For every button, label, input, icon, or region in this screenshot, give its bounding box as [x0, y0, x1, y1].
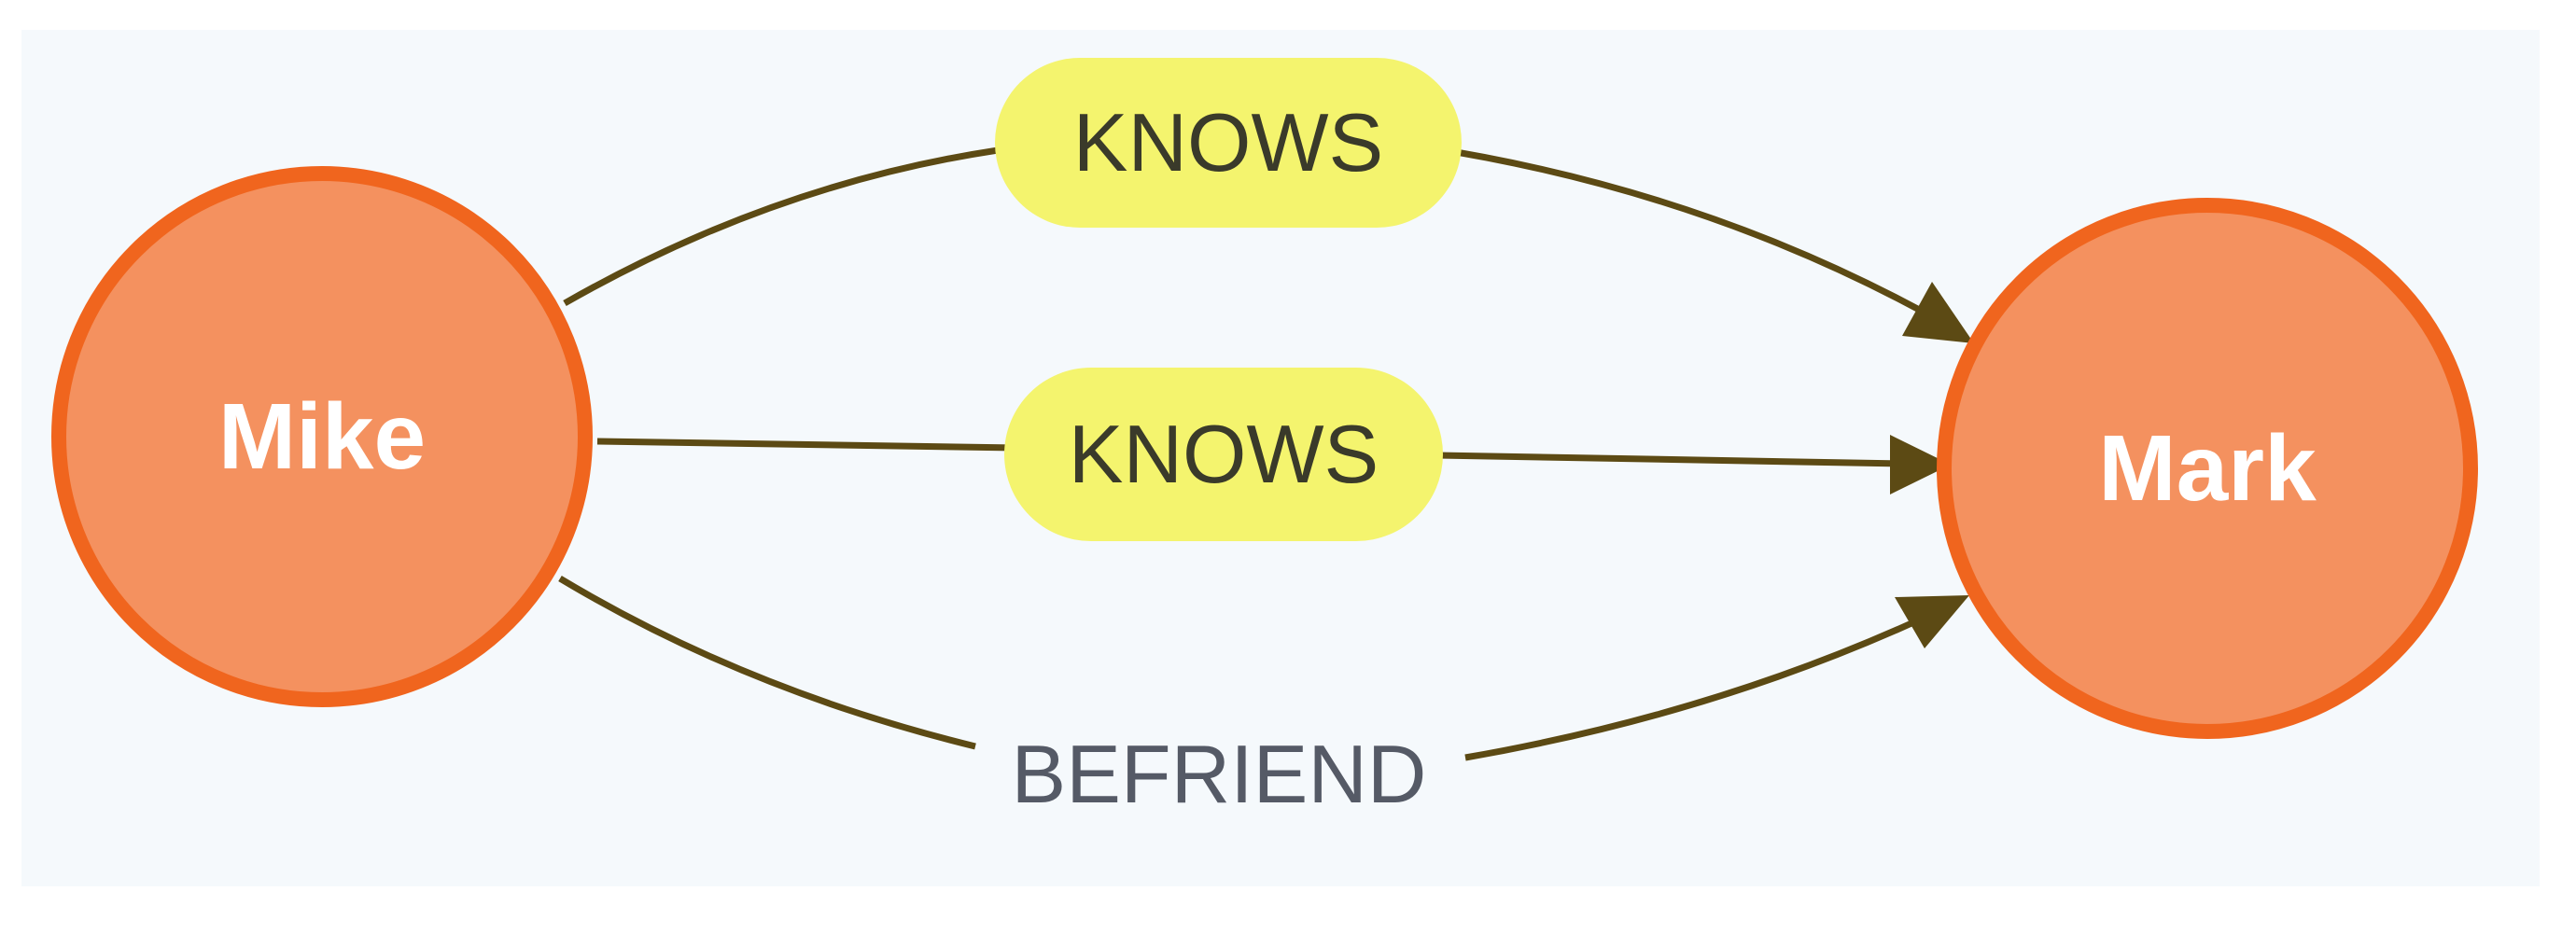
- arrowhead-middle: [1890, 435, 1951, 494]
- edge-label-top: KNOWS: [1073, 96, 1383, 188]
- arrowhead-bottom: [1895, 595, 1969, 648]
- node-mark[interactable]: Mark: [1937, 198, 2478, 739]
- node-label-mark: Mark: [2098, 416, 2317, 521]
- node-mike[interactable]: Mike: [51, 166, 593, 707]
- edge-label-bottom: BEFRIEND: [1012, 728, 1427, 820]
- arrowhead-top: [1902, 282, 1974, 343]
- edge-label-middle: KNOWS: [1069, 408, 1379, 500]
- edge-label-pill-middle: [1004, 368, 1443, 541]
- edge-label-pill-top: [995, 58, 1462, 228]
- node-label-mike: Mike: [218, 384, 426, 489]
- edge-knows-top[interactable]: KNOWS: [563, 58, 1974, 343]
- edge-befriend[interactable]: BEFRIEND: [558, 575, 1969, 820]
- edge-knows-middle[interactable]: KNOWS: [596, 368, 1951, 541]
